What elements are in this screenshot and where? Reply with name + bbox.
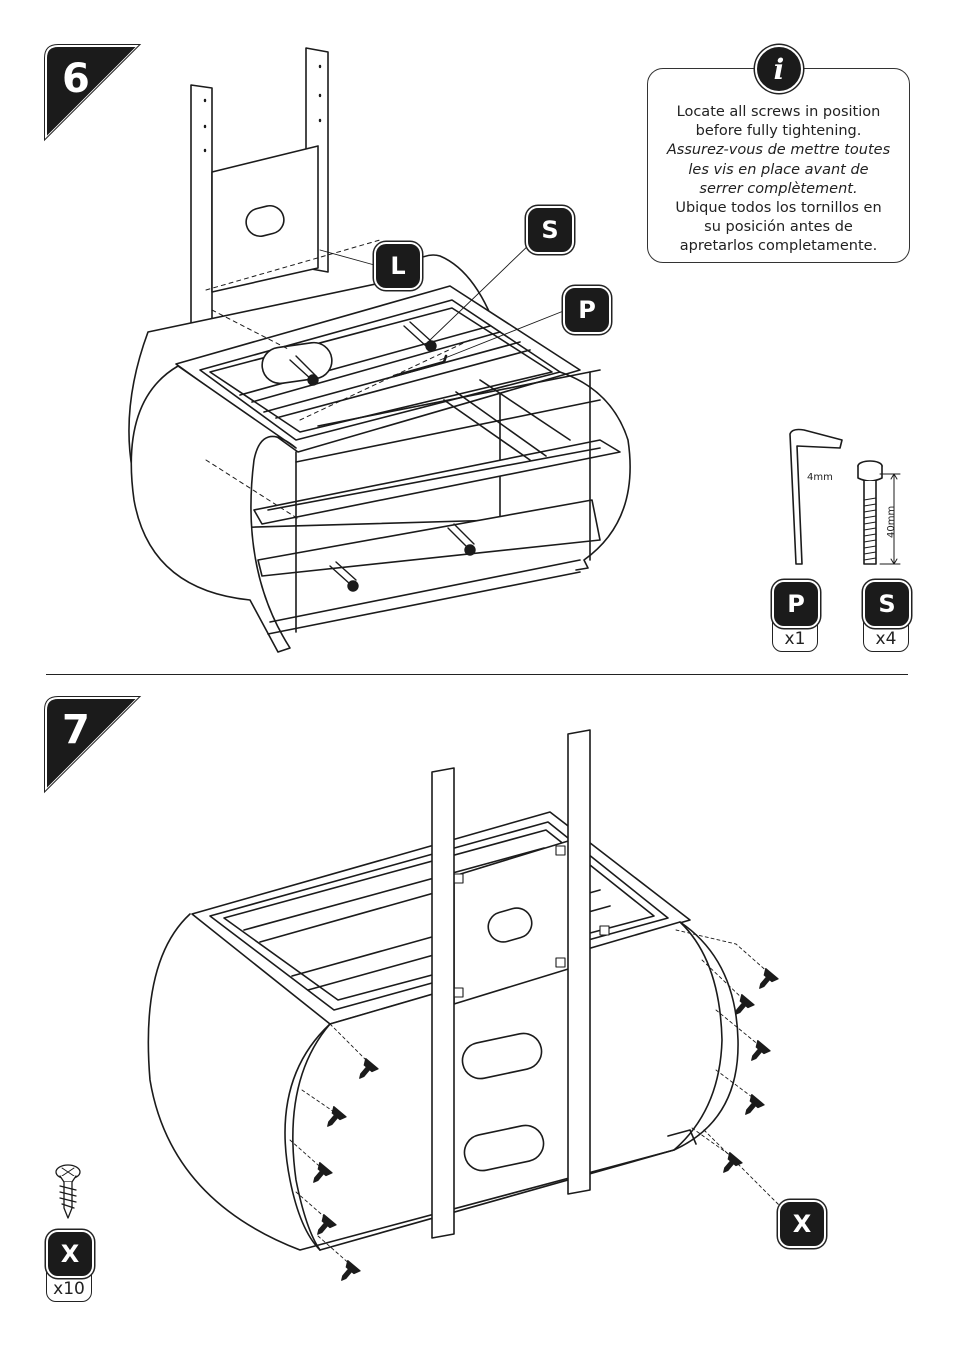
info-fr-1: Assurez-vous de mettre toutes [666,142,891,159]
info-en-1: Locate all screws in position [676,104,881,120]
info-es-1: Ubique todos los tornillos en [675,200,882,217]
screws-step-7 [313,967,779,1281]
part-s-box: S x4 [863,580,911,652]
info-es-2: su posición antes de [704,219,853,236]
callout-p: P [563,286,611,334]
bolt-length: 40mm [886,505,897,538]
bolt-illustration [857,460,901,565]
info-en-2: before fully tightening. [695,123,862,140]
part-p-box: P x1 [772,580,820,652]
part-x-qty: x10 [53,1279,85,1299]
callout-x: X [778,1200,826,1248]
info-note: Locate all screws in position before ful… [647,68,910,263]
part-s-qty: x4 [875,629,897,649]
info-es-3: apretarlos completamente. [679,238,878,255]
step-7-unit-drawing [147,729,783,1267]
part-p-tag: P [772,580,820,628]
part-p-qty: x1 [784,629,806,649]
callout-l: L [374,242,422,290]
part-x-box: X x10 [46,1230,94,1302]
callout-s: S [526,206,574,254]
part-x-tag: X [46,1230,94,1278]
screw-illustration [55,1164,81,1219]
info-fr-2: les vis en place avant de [688,161,869,178]
allen-key-size: 4mm [807,472,833,483]
step-7-badge [44,696,142,794]
step-6-unit-drawing [128,47,631,653]
step-divider [46,674,908,675]
part-s-tag: S [863,580,911,628]
info-icon: i [755,45,803,93]
info-text: Locate all screws in position before ful… [648,103,909,257]
info-fr-3: serrer complètement. [699,180,858,197]
step-7-number: 7 [62,707,90,753]
step-6-badge [44,44,142,142]
allen-key-illustration [789,428,843,565]
step-6-number: 6 [62,56,90,102]
